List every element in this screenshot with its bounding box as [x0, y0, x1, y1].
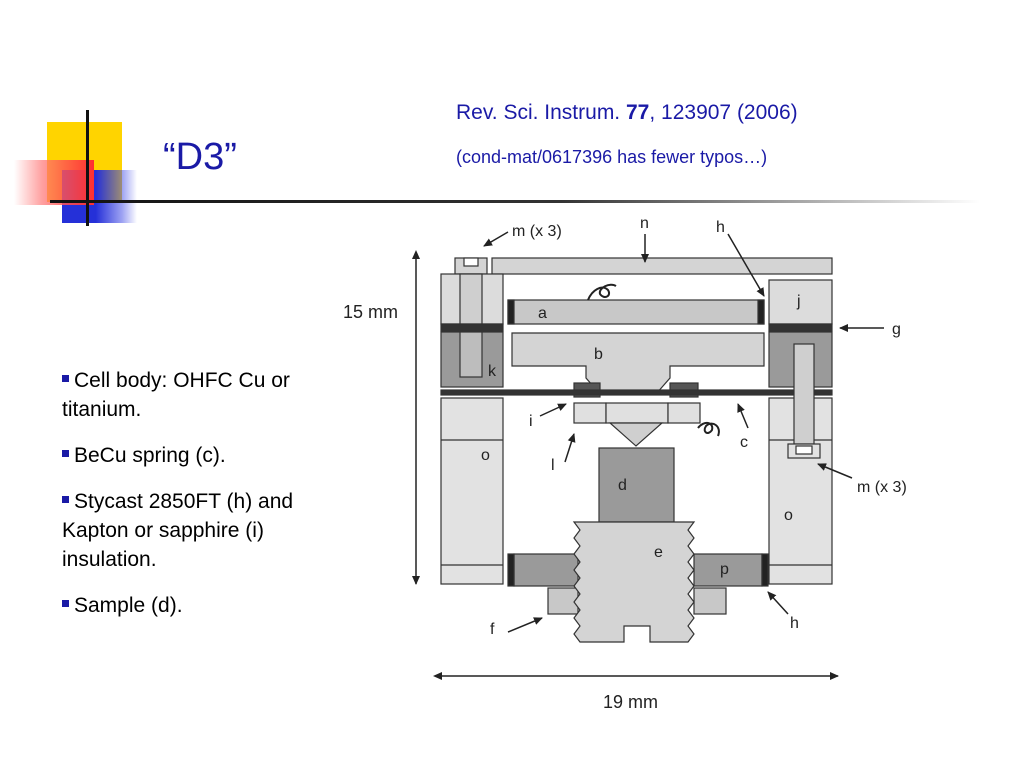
- part-f-left: [547, 587, 579, 615]
- wire-curl-middle: [697, 422, 720, 437]
- bullet-square-icon: [62, 374, 69, 382]
- label-k: k: [488, 363, 497, 380]
- label-o-left: o: [481, 447, 490, 464]
- part-d-sample: [598, 447, 675, 523]
- bullet-item: Cell body: OHFC Cu or titanium.: [62, 366, 352, 424]
- bullet-item: Stycast 2850FT (h) and Kapton or sapphir…: [62, 487, 352, 574]
- decor-vertical-line: [86, 110, 89, 226]
- part-anvil-cone: [608, 422, 664, 447]
- part-n-top-plate: [491, 257, 833, 275]
- part-p-right: [693, 553, 763, 587]
- citation-volume: 77: [626, 101, 650, 124]
- label-o-right: o: [784, 507, 793, 524]
- label-n: n: [640, 215, 649, 232]
- part-m-screw-right: [793, 343, 815, 445]
- bullet-square-icon: [62, 599, 69, 607]
- bullet-text: Cell body: OHFC Cu or titanium.: [62, 369, 290, 421]
- part-o-left: [440, 397, 504, 585]
- label-c: c: [740, 434, 748, 451]
- bullet-text: Stycast 2850FT (h) and Kapton or sapphir…: [62, 490, 294, 571]
- part-i-center: [605, 402, 669, 424]
- label-g: g: [892, 321, 901, 338]
- part-i-right: [667, 402, 701, 424]
- label-a: a: [538, 305, 547, 322]
- part-e-piston: [572, 521, 696, 643]
- bullet-text: Sample (d).: [74, 594, 183, 617]
- slide-title: “D3”: [163, 136, 237, 178]
- citation-note: (cond-mat/0617396 has fewer typos…): [456, 147, 768, 167]
- part-a: [507, 299, 765, 325]
- label-h-top: h: [716, 219, 725, 236]
- bullet-item: Sample (d).: [62, 591, 352, 620]
- label-width: 19 mm: [603, 692, 658, 712]
- part-g-insulation-left: [440, 323, 504, 332]
- label-i: i: [529, 413, 533, 430]
- label-m-top: m (x 3): [512, 223, 562, 240]
- label-h-bottom: h: [790, 615, 799, 632]
- bullet-square-icon: [62, 495, 69, 503]
- wire-curl-top: [587, 283, 617, 301]
- bullet-list: Cell body: OHFC Cu or titanium. BeCu spr…: [62, 366, 352, 637]
- label-f: f: [490, 621, 495, 638]
- citation-reference: Rev. Sci. Instrum. 77, 123907 (2006): [456, 101, 798, 125]
- part-f-right: [693, 587, 727, 615]
- decor-red-square: [14, 160, 94, 205]
- bullet-item: BeCu spring (c).: [62, 441, 352, 470]
- label-height: 15 mm: [343, 302, 398, 322]
- bullet-square-icon: [62, 449, 69, 457]
- bullet-text: BeCu spring (c).: [74, 444, 226, 467]
- part-p-left: [513, 553, 579, 587]
- title-underline: [50, 200, 980, 203]
- citation-rest: , 123907 (2006): [649, 101, 798, 124]
- label-m-right: m (x 3): [857, 479, 907, 496]
- label-b: b: [594, 346, 603, 363]
- label-p: p: [720, 561, 729, 578]
- label-l: l: [551, 457, 555, 474]
- pressure-cell-diagram: m (x 3) n h 15 mm a j g b k i c o l d m …: [343, 215, 907, 712]
- part-i-left: [573, 402, 607, 424]
- citation-journal: Rev. Sci. Instrum.: [456, 101, 621, 124]
- label-d: d: [618, 477, 627, 494]
- label-j: j: [796, 293, 801, 310]
- label-e: e: [654, 544, 663, 561]
- part-b: [511, 332, 765, 395]
- part-g-insulation-right: [768, 323, 833, 332]
